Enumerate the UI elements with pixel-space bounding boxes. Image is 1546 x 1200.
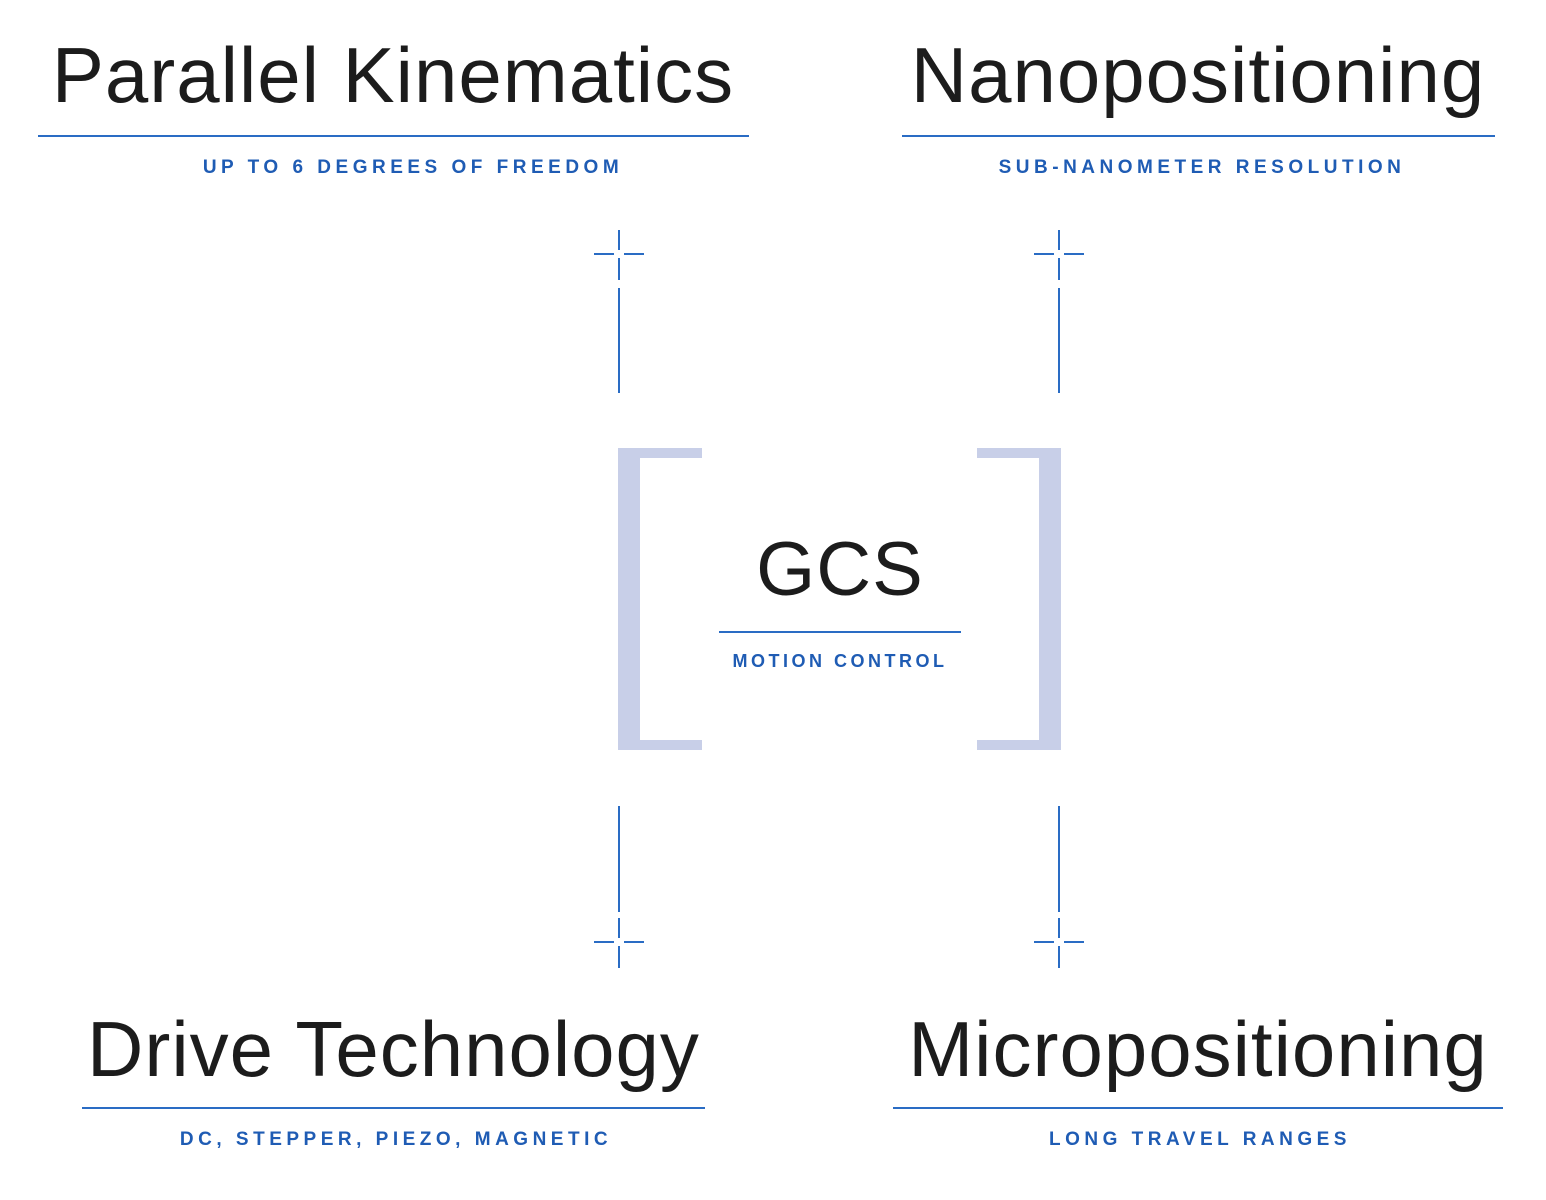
title-divider	[893, 1107, 1503, 1109]
connector-line	[618, 806, 620, 912]
gcs-divider	[719, 631, 961, 633]
micropositioning-title: Micropositioning	[908, 1005, 1488, 1093]
nanopositioning-subtitle: SUB-NANOMETER RESOLUTION	[998, 157, 1406, 178]
title-divider	[82, 1107, 705, 1109]
drive-technology-subtitle: DC, STEPPER, PIEZO, MAGNETIC	[179, 1129, 613, 1150]
connector-line	[1058, 806, 1060, 912]
parallel-kinematics-title: Parallel Kinematics	[51, 31, 735, 119]
micropositioning-subtitle: LONG TRAVEL RANGES	[1049, 1129, 1351, 1150]
drive-technology-title: Drive Technology	[87, 1005, 700, 1093]
nanopositioning-title: Nanopositioning	[910, 31, 1486, 119]
gcs-subtitle: MOTION CONTROL	[732, 651, 948, 671]
connector-line	[1058, 288, 1060, 393]
gcs-title: GCS	[756, 527, 924, 612]
title-divider	[38, 135, 749, 137]
title-divider	[902, 135, 1495, 137]
parallel-kinematics-subtitle: UP TO 6 DEGREES OF FREEDOM	[202, 157, 624, 178]
connector-line	[618, 288, 620, 393]
